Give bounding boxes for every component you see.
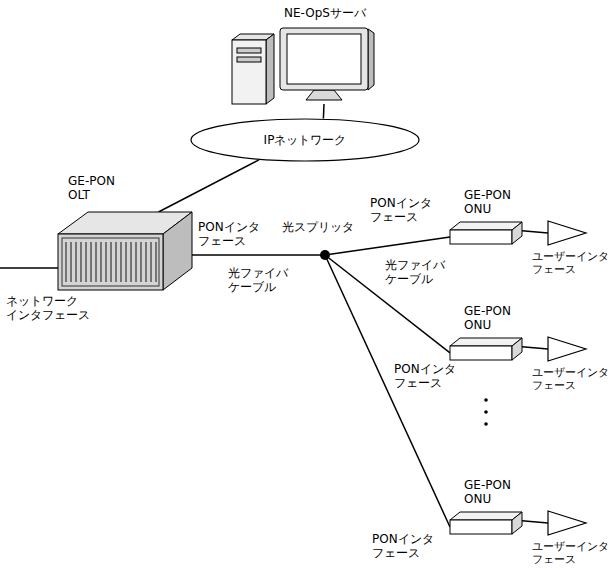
onu-top bbox=[450, 222, 522, 230]
user-interface: ユーザーインタ フェース bbox=[548, 336, 588, 362]
fiber-link bbox=[192, 254, 325, 256]
ellipsis-dot bbox=[484, 410, 488, 414]
node-label: GE-PON ONU bbox=[464, 304, 522, 333]
node-outline bbox=[548, 336, 588, 362]
ellipsis-dot bbox=[484, 422, 488, 426]
onu-device: GE-PON ONU bbox=[450, 512, 522, 534]
olt-slot bbox=[145, 242, 147, 282]
node-outline bbox=[58, 212, 192, 290]
node-outline bbox=[548, 510, 588, 536]
network-ellipse bbox=[191, 119, 419, 161]
onu-front bbox=[450, 230, 512, 244]
olt-slot bbox=[85, 242, 87, 282]
fiber-link bbox=[159, 160, 260, 212]
interface-label: PONインタ フェース bbox=[372, 532, 436, 561]
node-label: GE-PON ONU bbox=[464, 478, 522, 507]
olt-slot bbox=[105, 242, 107, 282]
olt-slot bbox=[65, 242, 67, 282]
network-cloud: IPネットワーク bbox=[190, 118, 420, 162]
olt-slot bbox=[120, 242, 122, 282]
node-label: GE-PON OLT bbox=[68, 174, 122, 203]
monitor-case bbox=[280, 28, 368, 90]
node-outline bbox=[450, 338, 522, 360]
fiber-link bbox=[522, 347, 548, 349]
olt-slot bbox=[115, 242, 117, 282]
olt-slot bbox=[150, 242, 152, 282]
network-interface-line bbox=[0, 267, 58, 269]
fiber-link bbox=[325, 255, 450, 527]
tower-front bbox=[232, 40, 266, 104]
node-label: NE-OpSサーバ bbox=[284, 6, 366, 20]
fiber-link bbox=[325, 237, 450, 255]
interface-triangle bbox=[548, 221, 586, 245]
olt-slot bbox=[80, 242, 82, 282]
node-outline bbox=[450, 222, 522, 244]
olt-panel bbox=[62, 238, 159, 286]
olt-slot bbox=[100, 242, 102, 282]
node-outline bbox=[450, 512, 522, 534]
olt-slot bbox=[135, 242, 137, 282]
onu-front bbox=[450, 346, 512, 360]
monitor-screen bbox=[287, 34, 361, 84]
interface-label: PONインタ フェース bbox=[370, 196, 434, 225]
onu-top bbox=[450, 512, 522, 520]
onu-device: GE-PON ONU bbox=[450, 338, 522, 360]
olt-slot bbox=[125, 242, 127, 282]
optical-splitter: 光スプリッタ bbox=[320, 250, 330, 260]
onu-side bbox=[512, 512, 522, 534]
monitor-stand bbox=[306, 90, 342, 100]
node-label: ユーザーインタ フェース bbox=[532, 250, 612, 276]
onu-side bbox=[512, 222, 522, 244]
node-label: ユーザーインタ フェース bbox=[532, 366, 612, 392]
olt-slot bbox=[110, 242, 112, 282]
cable-label: 光ファイバ ケーブル bbox=[385, 258, 449, 287]
onu-side bbox=[512, 338, 522, 360]
onu-device: GE-PON ONU bbox=[450, 222, 522, 244]
node-outline bbox=[548, 220, 588, 246]
interface-label: ネットワーク インタフェース bbox=[6, 294, 98, 323]
cable-label: 光ファイバ ケーブル bbox=[228, 266, 292, 295]
interface-label: PONインタ フェース bbox=[198, 220, 262, 249]
onu-top bbox=[450, 338, 522, 346]
olt-slot bbox=[140, 242, 142, 282]
olt-slot bbox=[95, 242, 97, 282]
interface-triangle bbox=[548, 337, 586, 361]
olt-slot bbox=[155, 242, 157, 282]
tower-side bbox=[266, 34, 274, 104]
interface-label: PONインタ フェース bbox=[394, 362, 458, 391]
olt-slot bbox=[70, 242, 72, 282]
node-label: ユーザーインタ フェース bbox=[532, 540, 612, 566]
interface-triangle bbox=[548, 511, 586, 535]
node-outline bbox=[320, 250, 330, 260]
node-label: 光スプリッタ bbox=[282, 220, 354, 234]
fiber-link bbox=[522, 521, 548, 523]
node-label: GE-PON ONU bbox=[464, 188, 522, 217]
splitter-dot bbox=[320, 250, 330, 260]
ellipsis-dot bbox=[484, 398, 488, 402]
user-interface: ユーザーインタ フェース bbox=[548, 510, 588, 536]
olt-slot bbox=[130, 242, 132, 282]
monitor-side bbox=[368, 29, 374, 90]
fiber-link bbox=[323, 104, 325, 118]
olt-slot bbox=[75, 242, 77, 282]
olt-device: GE-PON OLT bbox=[58, 212, 192, 290]
onu-front bbox=[450, 520, 512, 534]
drive-bay bbox=[237, 57, 261, 62]
server-node: NE-OpSサーバ bbox=[232, 28, 378, 104]
fiber-link bbox=[522, 231, 548, 233]
olt-slot bbox=[90, 242, 92, 282]
olt-front bbox=[58, 234, 163, 290]
olt-side bbox=[163, 212, 192, 290]
user-interface: ユーザーインタ フェース bbox=[548, 220, 588, 246]
node-outline bbox=[232, 28, 378, 104]
node-label: IPネットワーク bbox=[264, 133, 347, 147]
drive-bay bbox=[237, 48, 261, 53]
fiber-link bbox=[325, 255, 450, 353]
